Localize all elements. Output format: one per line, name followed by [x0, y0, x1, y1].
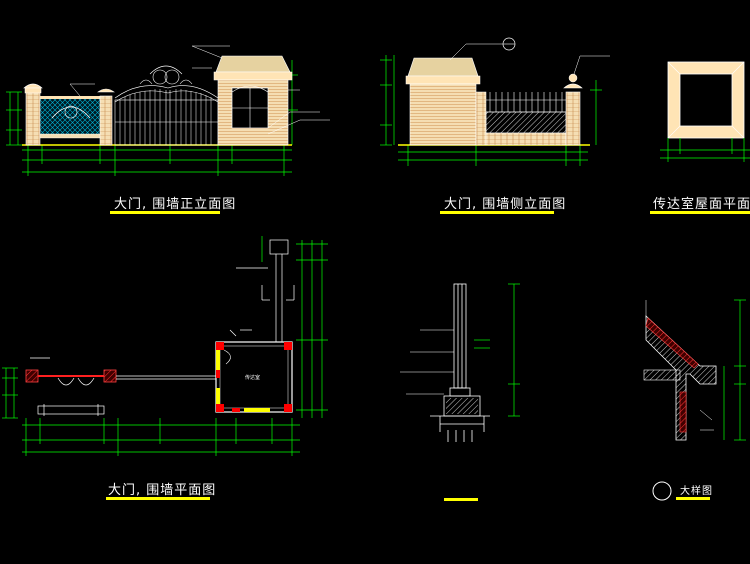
guardhouse-room-label: 传达室 — [245, 375, 261, 381]
site-plan-title: 大门, 围墙平面图 — [108, 483, 217, 498]
front-elevation-title: 大门, 围墙正立面图 — [114, 197, 237, 212]
cornice-detail-drawing — [643, 299, 746, 501]
wall-section-drawing — [400, 283, 520, 501]
side-elevation-title: 大门, 围墙侧立面图 — [444, 197, 567, 212]
roof-plan-drawing — [660, 61, 750, 162]
side-elevation-drawing — [380, 37, 610, 166]
detail-title: 大样图 — [680, 486, 713, 497]
title-underlines — [106, 211, 750, 500]
front-elevation-drawing — [6, 45, 330, 176]
roof-plan-title: 传达室屋面平面图 — [653, 197, 750, 212]
site-plan-drawing — [2, 236, 328, 456]
